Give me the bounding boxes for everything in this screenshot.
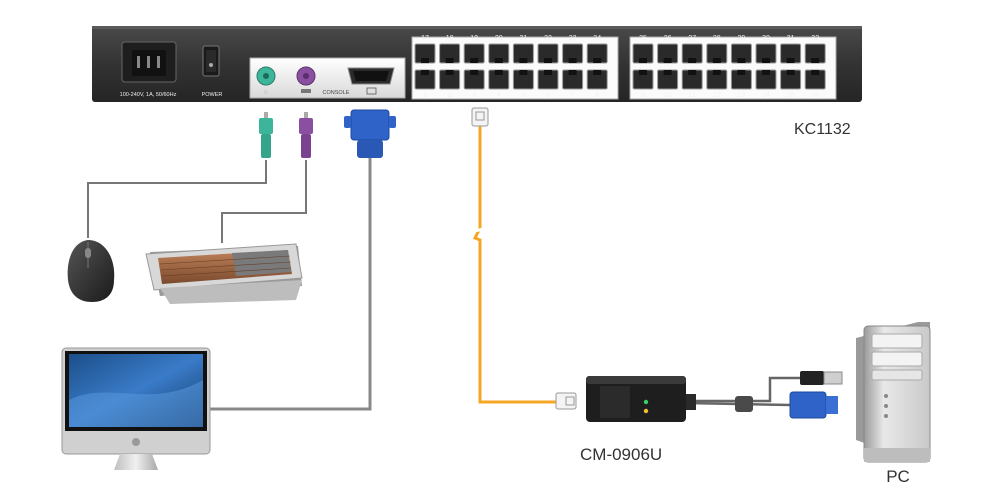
port-number-28: 28 <box>713 35 721 42</box>
kvm-model-label: KC1132 <box>794 121 851 138</box>
power-switch-icon <box>202 45 220 77</box>
keyboard-cable <box>221 160 307 243</box>
mouse-cable <box>87 160 267 238</box>
port-numbers: 17 1 18 2 19 3 20 4 21 5 22 6 23 7 24 8 25 9 26 10 27 11 28 12 2… <box>421 35 819 99</box>
port-number-2: 2 <box>448 92 452 99</box>
port-number-23: 23 <box>569 35 577 42</box>
port-number-4: 4 <box>497 92 501 99</box>
port-number-10: 10 <box>664 92 672 99</box>
kvm-switch: 100-240V, 1A, 50/60Hz POWER ◌ CONSOLE 17… <box>92 26 862 102</box>
power-rating-label: 100-240V, 1A, 50/60Hz <box>120 92 177 98</box>
port-number-6: 6 <box>546 92 550 99</box>
port-number-16: 16 <box>811 92 819 99</box>
port-number-32: 32 <box>811 35 819 42</box>
vga-cable <box>208 158 372 411</box>
power-inlet-icon <box>121 41 177 83</box>
adapter-device-icon <box>586 376 696 422</box>
port-number-21: 21 <box>520 35 528 42</box>
pc-tower-icon <box>856 322 931 463</box>
ferrite-bead-icon <box>735 396 753 412</box>
adapter-model-label: CM-0906U <box>580 445 662 464</box>
keyboard-icon <box>145 243 303 304</box>
port-number-20: 20 <box>495 35 503 42</box>
usb-cable <box>686 376 800 403</box>
port-number-31: 31 <box>787 35 795 42</box>
port-number-11: 11 <box>689 92 696 99</box>
port-number-17: 17 <box>421 35 429 42</box>
port-number-24: 24 <box>593 35 601 42</box>
rj45-adapter-plug-icon <box>555 392 577 410</box>
usb-plug-icon <box>800 371 843 385</box>
port-number-5: 5 <box>521 92 525 99</box>
port-number-25: 25 <box>639 35 647 42</box>
vga-plug-icon <box>344 109 396 158</box>
console-label: CONSOLE <box>323 90 350 96</box>
rj45-plug-icon <box>471 107 489 127</box>
port-number-14: 14 <box>762 92 770 99</box>
port-number-30: 30 <box>762 35 770 42</box>
port-number-1: 1 <box>423 92 427 99</box>
port-number-22: 22 <box>544 35 552 42</box>
vga-target-plug-icon <box>789 391 838 419</box>
port-number-27: 27 <box>688 35 696 42</box>
port-number-26: 26 <box>664 35 672 42</box>
power-label: POWER <box>202 92 223 98</box>
port-number-19: 19 <box>470 35 478 42</box>
monitor-icon <box>61 347 211 470</box>
rj45-ports <box>414 43 826 90</box>
port-number-12: 12 <box>713 92 721 99</box>
port-number-3: 3 <box>472 92 476 99</box>
mouse-icon <box>67 240 115 302</box>
port-number-29: 29 <box>738 35 746 42</box>
port-number-8: 8 <box>595 92 599 99</box>
ps2-mouse-plug-icon <box>259 112 273 158</box>
port-number-9: 9 <box>641 92 645 99</box>
cat5-cable <box>472 126 558 404</box>
port-number-7: 7 <box>571 92 575 99</box>
svg-text:◌: ◌ <box>264 90 268 96</box>
port-number-18: 18 <box>446 35 454 42</box>
port-number-13: 13 <box>738 92 746 99</box>
ps2-keyboard-plug-icon <box>299 112 313 158</box>
pc-label: PC <box>886 467 910 486</box>
port-number-15: 15 <box>787 92 795 99</box>
vga-console-port-icon <box>347 67 395 85</box>
